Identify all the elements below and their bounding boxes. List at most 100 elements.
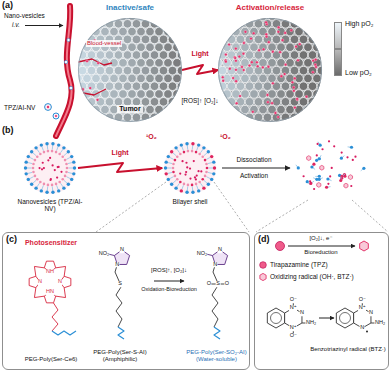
tumor-cell	[141, 66, 150, 75]
tumor-cell	[146, 90, 155, 99]
tumor-cell	[245, 98, 254, 107]
tpz-dot	[43, 167, 45, 169]
lipid-head	[51, 150, 54, 153]
tumor-cell	[96, 51, 105, 60]
tumor-cell	[128, 43, 137, 52]
tumor-cell	[281, 98, 290, 107]
lipid-head	[340, 157, 343, 160]
tumor-cell	[241, 90, 250, 99]
lipid-head	[58, 153, 61, 156]
tumor-cell	[159, 98, 168, 107]
tpz-dot	[38, 167, 40, 169]
tpz-dot	[58, 166, 60, 168]
tumor-cell	[268, 105, 277, 114]
node-heading: Activation/release	[236, 3, 304, 12]
tpz-dot	[195, 178, 197, 180]
tumor-cell	[110, 90, 119, 99]
tumor-cell	[132, 82, 141, 91]
node-shape	[162, 140, 218, 196]
panel-letter: (a)	[2, 1, 13, 11]
tpz-dot	[309, 180, 311, 182]
drug-dot	[292, 86, 295, 89]
tumor-cell	[245, 35, 254, 44]
radical-icon	[307, 156, 311, 161]
atom-label: N	[120, 247, 125, 253]
lipid-tail	[192, 186, 194, 190]
tumor-cell	[110, 27, 119, 36]
radical-dot	[366, 331, 368, 333]
lipid-head	[47, 184, 50, 187]
tumor-cell	[259, 74, 268, 83]
tpz-dot	[189, 167, 191, 169]
drug-dot	[298, 43, 301, 46]
radical-icon	[344, 183, 348, 188]
tumor-cell	[132, 66, 141, 75]
tumor-cell	[141, 51, 150, 60]
drug-dot	[235, 80, 238, 83]
lipid-head	[51, 184, 54, 187]
lipid-head	[179, 181, 182, 184]
tumor-cell	[272, 20, 281, 29]
node-shape	[218, 18, 322, 122]
drug-dot	[274, 112, 277, 115]
tpz-dot	[302, 175, 304, 177]
tumor-cell	[286, 27, 295, 36]
polymer-name: PEG-Poly(Ser-S-AI)	[93, 349, 146, 356]
tumor-cell	[114, 66, 123, 75]
atom-label: O	[206, 281, 211, 287]
lipid-tail	[68, 172, 72, 173]
tumor-cell	[110, 74, 119, 83]
drug-dot	[312, 71, 315, 74]
tumor-cell	[150, 51, 159, 60]
tumor-cell	[146, 59, 155, 68]
lipid-tail	[201, 149, 204, 153]
lipid-tail	[187, 145, 189, 149]
process-arrow	[222, 167, 290, 168]
tpz-dot	[50, 178, 52, 180]
atom-label: O⁻	[358, 297, 366, 303]
vesicle-core	[47, 106, 49, 108]
lipid-tail	[170, 157, 174, 159]
lipid-head	[72, 172, 75, 175]
tumor-cell	[164, 74, 173, 83]
lipid-head	[350, 146, 353, 149]
tumor-cell	[304, 43, 313, 52]
tpz-dot	[352, 159, 354, 161]
tumor-cell	[223, 74, 232, 83]
atom-label: NH	[46, 269, 55, 275]
tumor-cell	[308, 66, 317, 75]
tpz-dot	[185, 162, 187, 164]
lipid-tail	[167, 168, 172, 169]
tumor-cell	[299, 98, 308, 107]
light-bolt	[182, 65, 218, 74]
lipid-head	[180, 189, 183, 192]
lipid-tail	[66, 177, 70, 179]
legend-swatch	[334, 22, 342, 49]
tumor-cell	[173, 43, 182, 52]
lipid-head	[319, 144, 322, 147]
lipid-head	[30, 150, 33, 153]
tumor-cell	[119, 59, 128, 68]
lipid-head	[57, 143, 60, 146]
tumor-cell	[263, 35, 272, 44]
node-heading: Inactive/safe	[106, 3, 154, 12]
tumor-cell	[123, 82, 132, 91]
cell-group	[74, 12, 186, 122]
tumor-cell	[159, 82, 168, 91]
tumor-cell	[105, 98, 114, 107]
tumor-cell	[290, 82, 299, 91]
lipid-head	[315, 178, 318, 181]
tumor-cell	[250, 74, 259, 83]
lipid-head	[167, 178, 170, 181]
lipid-head	[172, 171, 175, 174]
atom-label: N	[300, 310, 305, 316]
lipid-head	[45, 191, 48, 194]
lipid-head	[306, 180, 309, 183]
lipid-head	[201, 178, 204, 181]
lipid-head	[179, 153, 182, 156]
tumor-cell	[101, 59, 110, 68]
aromatic-circle	[271, 313, 282, 324]
atom-label: NO₂	[196, 251, 207, 257]
node-heading: Photosensitizer	[25, 239, 77, 247]
lipid-head	[195, 183, 198, 186]
